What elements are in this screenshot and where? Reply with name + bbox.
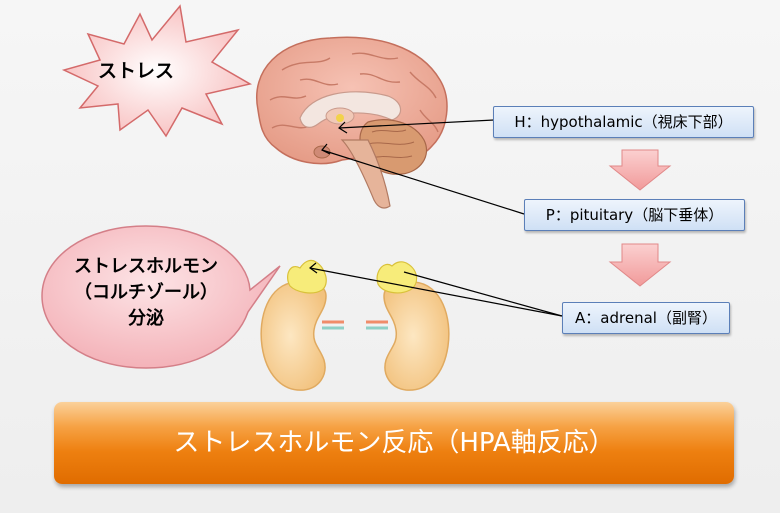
speech-bubble-line: （コルチゾール） (74, 282, 218, 303)
speech-bubble-text: ストレスホルモン （コルチゾール） 分泌 (56, 254, 236, 332)
adrenal-box: A：adrenal（副腎） (562, 302, 730, 334)
pointer-line-adrenal-left (309, 267, 563, 317)
pointer-line-adrenal-right (403, 271, 563, 317)
speech-bubble-line: 分泌 (128, 308, 164, 329)
speech-bubble (41, 225, 281, 369)
pointer-lines (309, 119, 563, 317)
stress-label: ストレス (97, 60, 174, 82)
flow-arrow-p-to-a (608, 243, 672, 287)
stress-burst-shape (61, 4, 253, 138)
brain-illustration (256, 36, 448, 209)
flow-arrow-h-to-p (608, 149, 672, 191)
pointer-line-hypothalamus (338, 119, 495, 129)
pituitary-box: P：pituitary（脳下垂体） (524, 199, 745, 231)
kidney-right (366, 261, 450, 391)
pointer-line-pituitary (321, 149, 525, 215)
kidney-left (260, 259, 344, 391)
speech-bubble-line: ストレスホルモン (74, 256, 218, 277)
hypothalamic-box: H：hypothalamic（視床下部） (493, 106, 754, 138)
hpa-response-banner: ストレスホルモン反応（HPA軸反応） (54, 402, 734, 484)
